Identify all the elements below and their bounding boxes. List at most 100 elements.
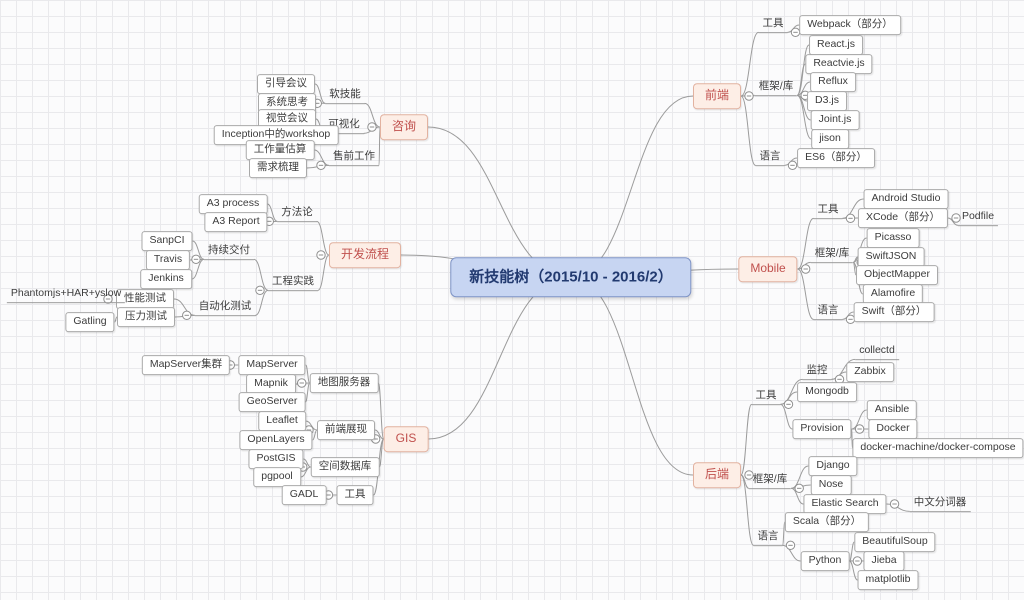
topic-fe-display[interactable]: 前端展现 <box>317 420 375 440</box>
topic-mapserver-cluster[interactable]: MapServer集群 <box>141 355 231 375</box>
collapse-toggle-icon-be-tools[interactable] <box>783 399 794 410</box>
collapse-toggle-icon-mo-tools[interactable] <box>845 213 856 224</box>
collapse-toggle-icon-auto-testing[interactable] <box>182 310 192 321</box>
topic-sanpci[interactable]: SanpCI <box>141 231 193 251</box>
topic-zabbix[interactable]: Zabbix <box>846 362 894 382</box>
topic-mapnik[interactable]: Mapnik <box>246 374 296 394</box>
collapse-toggle-icon-xcode[interactable] <box>951 213 961 223</box>
topic-gis[interactable]: GIS <box>383 426 429 452</box>
topic-swift[interactable]: Swift（部分） <box>853 302 935 322</box>
topic-devprocess[interactable]: 开发流程 <box>328 242 402 268</box>
topic-frontend[interactable]: 前端 <box>692 83 742 109</box>
topic-monitoring[interactable]: 监控 <box>802 364 832 380</box>
topic-reactjs[interactable]: React.js <box>809 35 863 55</box>
topic-swiftjson[interactable]: SwiftJSON <box>857 247 925 267</box>
topic-jison[interactable]: jison <box>811 129 849 149</box>
topic-jenkins[interactable]: Jenkins <box>140 269 192 289</box>
topic-systems-thinking[interactable]: 系统思考 <box>258 93 316 113</box>
topic-fe-frameworks[interactable]: 框架/库 <box>754 80 798 96</box>
topic-consulting[interactable]: 咨询 <box>379 114 429 140</box>
collapse-toggle-icon-eng-practice[interactable] <box>255 285 265 296</box>
topic-gis-tools[interactable]: 工具 <box>336 485 374 505</box>
topic-gadl[interactable]: GADL <box>281 485 327 505</box>
collapse-toggle-icon-perf-testing[interactable] <box>103 294 113 304</box>
collapse-toggle-icon-python[interactable] <box>852 556 863 566</box>
topic-mobile[interactable]: Mobile <box>738 256 798 282</box>
topic-backend[interactable]: 后端 <box>692 462 742 488</box>
collapse-toggle-icon-map-servers[interactable] <box>297 378 307 388</box>
topic-gatling[interactable]: Gatling <box>65 312 115 332</box>
topic-reactviejs[interactable]: Reactvie.js <box>805 54 873 74</box>
topic-podfile[interactable]: Podfile <box>957 210 999 226</box>
collapse-toggle-icon-consulting[interactable] <box>367 122 377 132</box>
collapse-toggle-icon-frontend[interactable] <box>744 91 754 101</box>
topic-be-frameworks[interactable]: 框架/库 <box>748 473 792 489</box>
topic-a3-process[interactable]: A3 process <box>198 194 268 214</box>
collapse-toggle-icon-continuous-delivery[interactable] <box>191 254 201 265</box>
topic-scala[interactable]: Scala（部分） <box>784 512 870 532</box>
topic-auto-testing[interactable]: 自动化测试 <box>194 300 256 316</box>
topic-docker[interactable]: Docker <box>868 419 918 439</box>
topic-chinese-tokenizer[interactable]: 中文分词器 <box>909 496 971 512</box>
topic-a3-report[interactable]: A3 Report <box>204 212 268 232</box>
topic-webpack[interactable]: Webpack（部分） <box>799 15 901 35</box>
topic-mapserver[interactable]: MapServer <box>238 355 306 375</box>
topic-leaflet[interactable]: Leaflet <box>258 411 306 431</box>
topic-mo-lang[interactable]: 语言 <box>813 304 843 320</box>
collapse-toggle-icon-be-lang[interactable] <box>785 540 796 551</box>
topic-es6[interactable]: ES6（部分） <box>797 148 875 168</box>
topic-travis[interactable]: Travis <box>145 250 191 270</box>
topic-eng-practice[interactable]: 工程实践 <box>268 275 318 291</box>
topic-docker-compose[interactable]: docker-machine/docker-compose <box>852 438 1024 458</box>
topic-provision[interactable]: Provision <box>792 419 852 439</box>
topic-methodology[interactable]: 方法论 <box>277 206 317 222</box>
topic-jointjs[interactable]: Joint.js <box>810 110 860 130</box>
topic-be-tools[interactable]: 工具 <box>751 389 781 405</box>
topic-django[interactable]: Django <box>808 456 858 476</box>
topic-map-servers[interactable]: 地图服务器 <box>309 373 379 393</box>
collapse-toggle-icon-elastic-search[interactable] <box>889 499 900 509</box>
collapse-toggle-icon-backend[interactable] <box>744 470 754 480</box>
topic-geoserver[interactable]: GeoServer <box>238 392 306 412</box>
collapse-toggle-icon-devprocess[interactable] <box>316 250 326 260</box>
topic-guided-meeting[interactable]: 引导会议 <box>257 74 315 94</box>
topic-inception-workshop[interactable]: Inception中的workshop <box>213 125 339 145</box>
topic-phantomjs[interactable]: Phantomjs+HAR+yslow <box>6 287 126 303</box>
collapse-toggle-icon-be-frameworks[interactable] <box>794 483 804 494</box>
topic-collectd[interactable]: collectd <box>855 344 899 360</box>
topic-presales[interactable]: 售前工作 <box>329 150 379 166</box>
topic-d3js[interactable]: D3.js <box>807 91 847 111</box>
topic-beautifulsoup[interactable]: BeautifulSoup <box>854 532 936 552</box>
topic-soft-skills[interactable]: 软技能 <box>325 88 365 104</box>
topic-jieba[interactable]: Jieba <box>863 551 905 571</box>
collapse-toggle-icon-fe-lang[interactable] <box>787 160 798 171</box>
topic-workload-estimation[interactable]: 工作量估算 <box>245 140 315 160</box>
topic-mongodb[interactable]: Mongodb <box>797 382 857 402</box>
topic-openlayers[interactable]: OpenLayers <box>239 430 313 450</box>
topic-mo-tools[interactable]: 工具 <box>813 203 843 219</box>
topic-mo-frameworks[interactable]: 框架/库 <box>810 247 854 263</box>
topic-python[interactable]: Python <box>800 551 850 571</box>
topic-continuous-delivery[interactable]: 持续交付 <box>204 244 254 260</box>
topic-matplotlib[interactable]: matplotlib <box>857 570 919 590</box>
topic-xcode[interactable]: XCode（部分） <box>857 208 949 228</box>
topic-fe-lang[interactable]: 语言 <box>755 150 785 166</box>
collapse-toggle-icon-mobile[interactable] <box>800 264 811 274</box>
collapse-toggle-icon-presales[interactable] <box>316 160 326 171</box>
topic-central[interactable]: 新技能树（2015/10 - 2016/2） <box>450 257 692 297</box>
topic-pgpool[interactable]: pgpool <box>253 467 301 487</box>
topic-be-lang[interactable]: 语言 <box>753 530 783 546</box>
collapse-toggle-icon-provision[interactable] <box>854 424 865 434</box>
topic-requirement-analysis[interactable]: 需求梳理 <box>249 158 307 178</box>
topic-alamofire[interactable]: Alamofire <box>862 284 924 304</box>
topic-postgis[interactable]: PostGIS <box>248 449 304 469</box>
topic-objectmapper[interactable]: ObjectMapper <box>856 265 938 285</box>
topic-fe-tools[interactable]: 工具 <box>758 17 788 33</box>
topic-picasso[interactable]: Picasso <box>866 228 920 248</box>
topic-stress-testing[interactable]: 压力测试 <box>117 307 175 327</box>
topic-spatial-db[interactable]: 空间数据库 <box>310 457 380 477</box>
topic-elastic-search[interactable]: Elastic Search <box>803 494 887 514</box>
topic-ansible[interactable]: Ansible <box>866 400 918 420</box>
topic-reflux[interactable]: Reflux <box>810 72 856 92</box>
